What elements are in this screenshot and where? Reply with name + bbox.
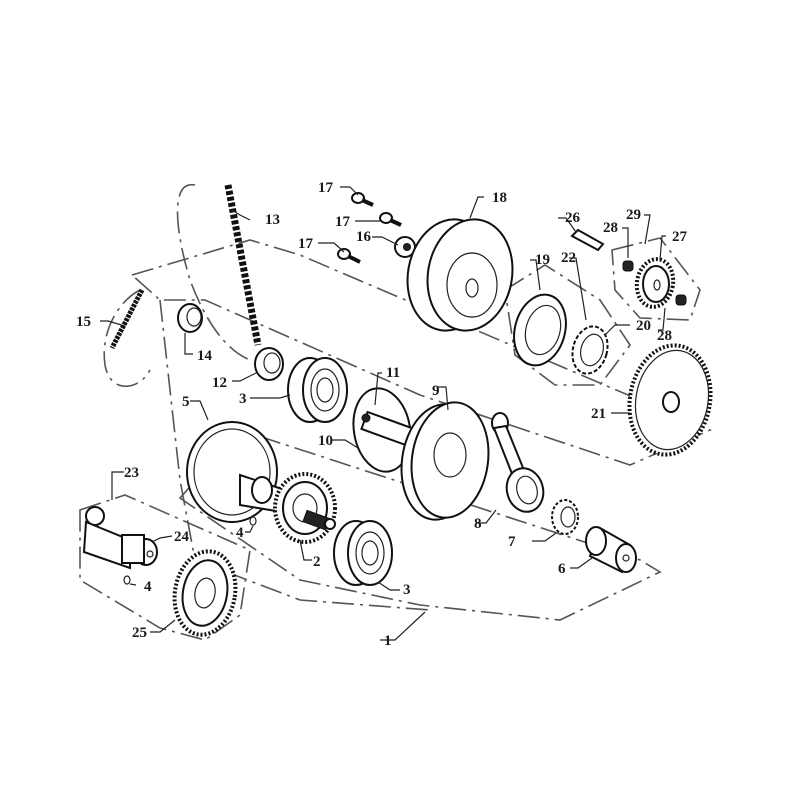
- callout-2: 2: [313, 554, 321, 570]
- callout-4-upper: 4: [236, 525, 244, 541]
- part-20-one-way-clutch: [571, 325, 609, 375]
- part-24-balancer-shaft: [82, 506, 158, 570]
- part-7-needle-bearing: [551, 499, 579, 535]
- callout-3-upper: 3: [239, 391, 247, 407]
- callout-28-a: 28: [603, 220, 618, 236]
- part-6-crank-pin: [585, 526, 637, 574]
- part-5-crankcase-half: [186, 421, 301, 523]
- part-4-pin-upper: [249, 516, 257, 526]
- callout-13: 13: [265, 212, 280, 228]
- part-9-crank-web: [400, 401, 490, 521]
- callout-23: 23: [124, 465, 139, 481]
- callout-25: 25: [132, 625, 147, 641]
- callout-29: 29: [626, 207, 641, 223]
- part-28-bushing-a: [622, 260, 634, 272]
- part-17-bolt-c: [337, 248, 361, 264]
- part-17-bolt-a: [351, 192, 374, 207]
- group-outline-balancer: [79, 494, 251, 641]
- callout-27: 27: [672, 229, 688, 245]
- callout-17-a: 17: [318, 180, 334, 196]
- part-11-pin: [361, 413, 371, 423]
- group-outline-idler: [611, 237, 701, 321]
- callout-4-lower: 4: [144, 579, 152, 595]
- callout-28-b: 28: [657, 328, 672, 344]
- callout-11: 11: [386, 365, 400, 381]
- part-18-rotor: [406, 218, 514, 332]
- callout-22: 22: [561, 250, 576, 266]
- callout-18: 18: [492, 190, 507, 206]
- part-21-starter-gear: [627, 343, 713, 457]
- part-14-sprocket: [177, 303, 203, 333]
- callout-labels: 1 2 3 3 4 4 5 6 7 8 9 10 11 12 13 14 15 …: [76, 180, 688, 649]
- part-4-pin-lower: [123, 575, 131, 585]
- part-17-bolt-b: [379, 212, 402, 227]
- callout-8: 8: [474, 516, 482, 532]
- part-28-bushing-b: [675, 294, 687, 306]
- callout-19: 19: [535, 252, 550, 268]
- part-25-balancer-gear: [172, 549, 238, 637]
- part-3-bearing-lower: [333, 520, 393, 586]
- callout-10: 10: [318, 433, 333, 449]
- callout-5: 5: [182, 394, 190, 410]
- part-13-cam-chain: [224, 184, 262, 346]
- callout-20: 20: [636, 318, 651, 334]
- callout-15: 15: [76, 314, 91, 330]
- chain-loop-13: [176, 184, 251, 361]
- part-12-timing-sprocket: [254, 347, 284, 381]
- callout-6: 6: [558, 561, 566, 577]
- leader-lines: [100, 186, 666, 641]
- chain-loop-15: [103, 289, 151, 388]
- part-3-bearing-upper: [287, 357, 348, 423]
- part-19-clutch-plate: [513, 293, 567, 367]
- part-10-ring: [352, 387, 416, 473]
- callout-26: 26: [565, 210, 581, 226]
- callout-21: 21: [591, 406, 606, 422]
- callout-16: 16: [356, 229, 372, 245]
- group-outline-main: [130, 239, 713, 466]
- callout-17-c: 17: [298, 236, 314, 252]
- part-15-chain: [109, 288, 145, 350]
- callout-12: 12: [212, 375, 227, 391]
- callout-9: 9: [432, 383, 440, 399]
- part-2-drive-gear: [273, 472, 337, 544]
- callout-3-lower: 3: [403, 582, 411, 598]
- callout-7: 7: [508, 534, 516, 550]
- callout-24: 24: [174, 529, 190, 545]
- part-26-idler-shaft: [570, 228, 605, 252]
- callout-1: 1: [384, 633, 392, 649]
- part-8-connecting-rod: [491, 412, 545, 513]
- callout-14: 14: [197, 348, 213, 364]
- part-27-idler-gear: [634, 257, 676, 309]
- callout-17-b: 17: [335, 214, 351, 230]
